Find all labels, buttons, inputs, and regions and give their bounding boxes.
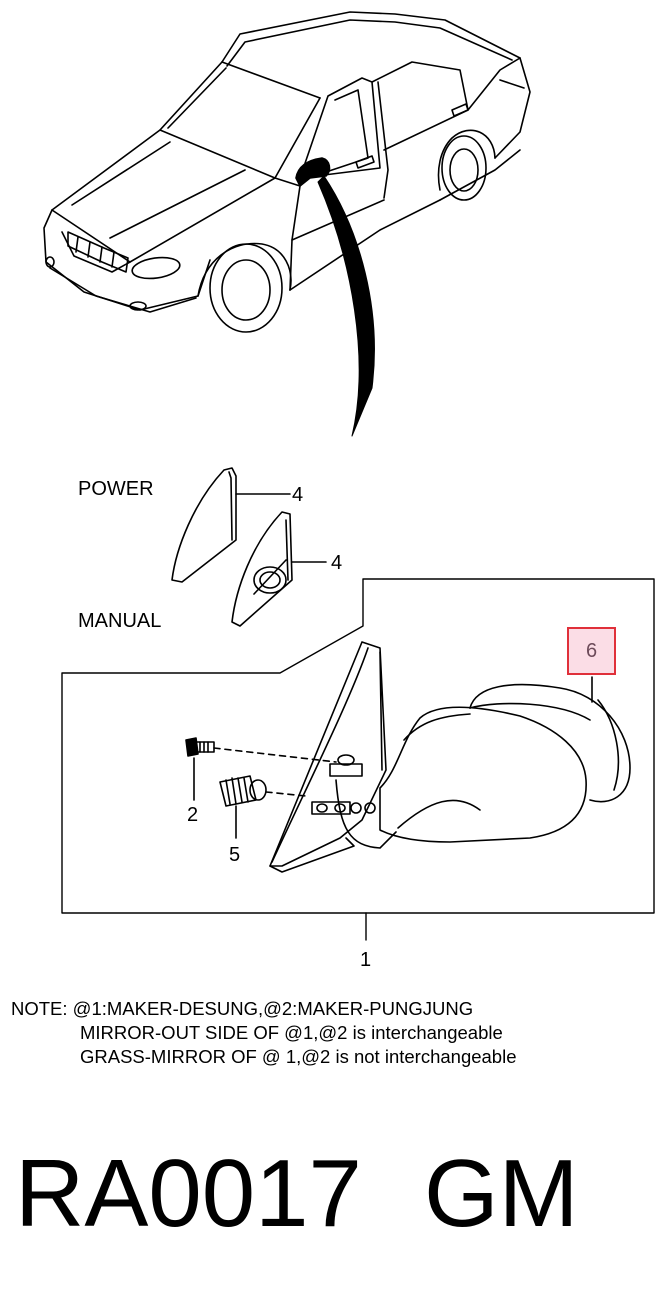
note-line-1: NOTE: @1:MAKER-DESUNG,@2:MAKER-PUNGJUNG [11,998,474,1019]
callout-2: 2 [187,804,199,826]
callout-5: 5 [229,844,241,866]
glass-power [171,467,291,583]
screw-part-2 [185,737,337,801]
note-line-2: MIRROR-OUT SIDE OF @1,@2 is interchangea… [80,1022,503,1043]
callout-6: 6 [585,640,598,662]
diagram-code: RA0017 [15,1140,362,1247]
callout-4-power: 4 [292,484,304,506]
label-power: POWER [78,478,154,500]
callout-6-highlight[interactable]: 6 [567,627,616,675]
note-line-3: GRASS-MIRROR OF @ 1,@2 is not interchang… [80,1046,517,1067]
glass-manual [231,511,327,627]
assembly-outline [61,578,655,914]
brand-label: GM [424,1140,579,1247]
callout-1: 1 [360,949,372,971]
grommet-part-5 [219,775,307,839]
mirror-assembly [269,641,631,873]
car-illustration [43,11,531,333]
label-manual: MANUAL [78,610,162,632]
pointer-arrow [317,175,375,437]
callout-4-manual: 4 [331,552,343,574]
